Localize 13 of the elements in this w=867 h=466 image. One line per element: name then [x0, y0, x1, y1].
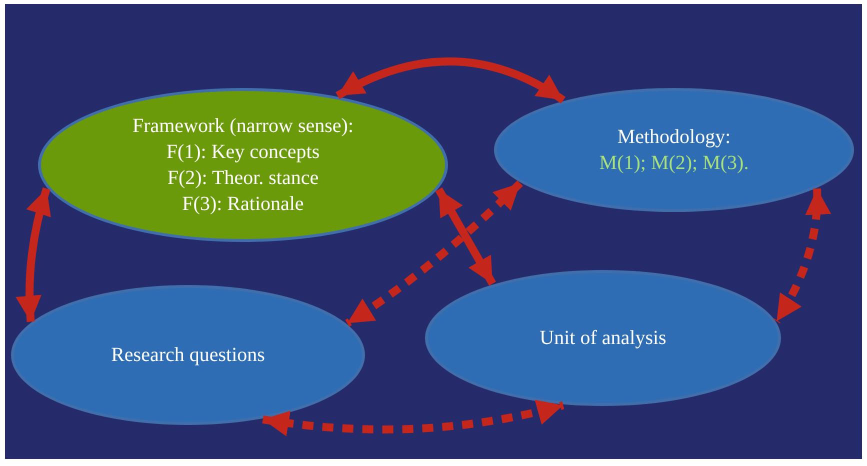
node-text: Framework (narrow sense): F(1): Key concepts — [131, 114, 355, 165]
node-text: F(2): Theor. stance — [166, 166, 320, 191]
double-arrow — [345, 180, 523, 327]
double-arrow — [262, 399, 564, 436]
node-text: Research questions — [110, 343, 266, 368]
double-arrow — [435, 187, 496, 286]
double-arrow — [336, 57, 566, 104]
double-arrow — [16, 187, 52, 322]
node-text: Methodology: — [616, 125, 732, 150]
node-text: Unit of analysis — [538, 326, 668, 351]
node-text: M(1); M(2); M(3). — [598, 151, 750, 176]
node-text: F(3): Rationale — [181, 192, 305, 217]
double-arrow — [773, 188, 830, 324]
